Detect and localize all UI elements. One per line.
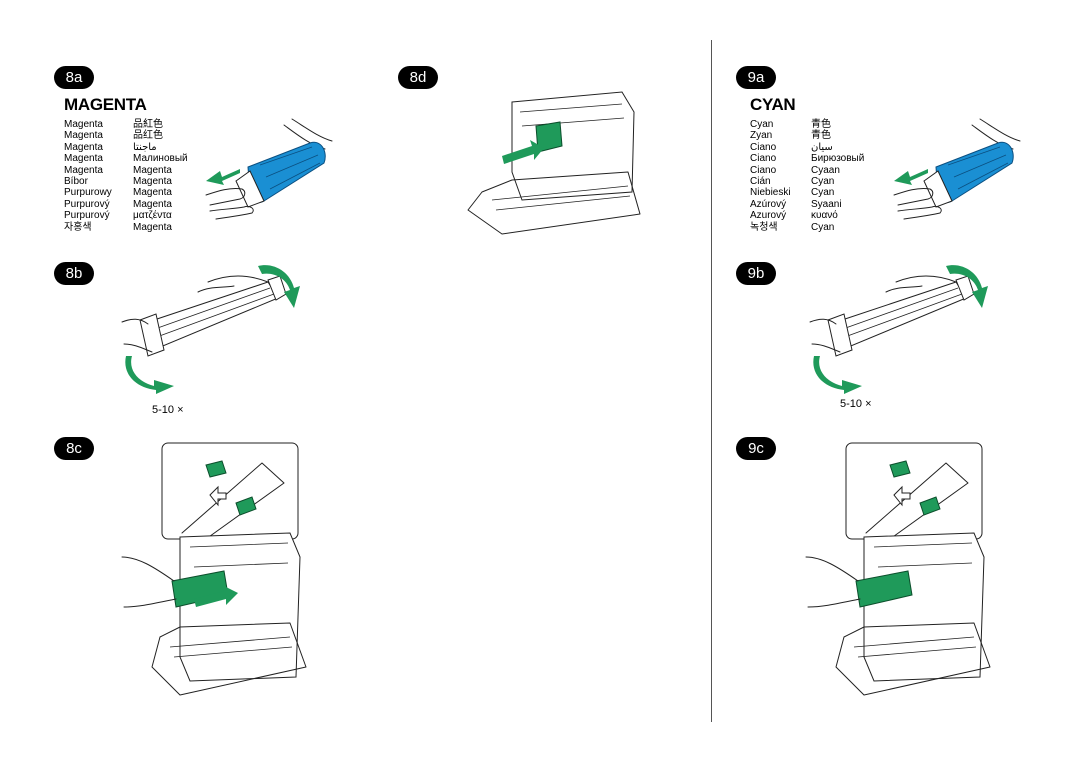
name: Cián — [750, 176, 771, 188]
printer-insert-cartridge-illustration — [805, 532, 991, 696]
magenta-title: MAGENTA — [64, 95, 147, 114]
magenta-names-col1: Magenta Magenta Magenta Magenta Magenta … — [64, 119, 112, 233]
cyan-title: CYAN — [750, 95, 796, 114]
step-8d-badge: 8d — [398, 66, 438, 89]
cyan-names-col2: 青色 青色 سيان Бирюзовый Cyaan Cyan Cyan Sya… — [811, 119, 864, 233]
unbag-cartridge-illustration — [205, 118, 333, 220]
step-8c-badge: 8c — [54, 437, 94, 460]
insert-cartridge-detail-illustration — [161, 442, 299, 540]
page-divider — [711, 40, 712, 722]
unbag-cartridge-illustration — [893, 118, 1021, 220]
name: Magenta — [64, 141, 103, 153]
name: Cyan — [750, 119, 774, 130]
shake-cartridge-illustration — [809, 265, 988, 394]
name: سيان — [811, 141, 833, 153]
name: 자홍색 — [64, 221, 92, 233]
name: Ciano — [750, 153, 777, 165]
name: Magenta — [64, 164, 103, 176]
name: Magenta — [133, 221, 172, 233]
printer-insert-cartridge-illustration — [121, 532, 307, 696]
step-9c-badge: 9c — [736, 437, 776, 460]
name: κυανό — [811, 210, 838, 222]
magenta-names-col2: 品紅色 品红色 ماجنتا Малиновый Magenta Magenta… — [133, 119, 188, 233]
name: 녹청색 — [750, 221, 778, 233]
name: 品紅色 — [133, 119, 163, 130]
name: 品红色 — [133, 130, 163, 142]
name: Cyan — [811, 176, 835, 188]
shake-cartridge-illustration — [121, 265, 300, 394]
step-8a-badge: 8a — [54, 66, 94, 89]
name: ματζέντα — [133, 210, 172, 222]
printer-seat-cartridge-illustration — [467, 91, 641, 235]
repeat-count-8b: 5-10 × — [152, 404, 184, 416]
name: Azúrový — [750, 198, 787, 210]
name: Azurový — [750, 210, 787, 222]
name: Magenta — [64, 119, 103, 130]
name: Niebieski — [750, 187, 791, 199]
step-9b-badge: 9b — [736, 262, 776, 285]
repeat-count-9b: 5-10 × — [840, 398, 872, 410]
name: Малиновый — [133, 153, 188, 165]
step-8b-badge: 8b — [54, 262, 94, 285]
name: Purpurový — [64, 210, 110, 222]
name: Magenta — [64, 153, 103, 165]
name: Cyan — [811, 187, 835, 199]
name: Бирюзовый — [811, 153, 865, 165]
name: Magenta — [133, 176, 172, 188]
name: Bíbor — [64, 176, 88, 188]
step-9a-badge: 9a — [736, 66, 776, 89]
name: Zyan — [750, 130, 773, 142]
name: Magenta — [133, 164, 172, 176]
name: Purpurový — [64, 198, 110, 210]
name: Ciano — [750, 164, 777, 176]
name: 青色 — [811, 119, 831, 130]
name: Cyan — [811, 221, 835, 233]
name: ماجنتا — [133, 141, 157, 153]
name: 青色 — [811, 130, 831, 142]
name: Purpurowy — [64, 187, 112, 199]
name: Ciano — [750, 141, 777, 153]
name: Magenta — [133, 187, 172, 199]
cyan-names-col1: Cyan Zyan Ciano Ciano Ciano Cián Niebies… — [750, 119, 791, 233]
name: Magenta — [64, 130, 103, 142]
name: Magenta — [133, 198, 172, 210]
name: Cyaan — [811, 164, 840, 176]
name: Syaani — [811, 198, 842, 210]
